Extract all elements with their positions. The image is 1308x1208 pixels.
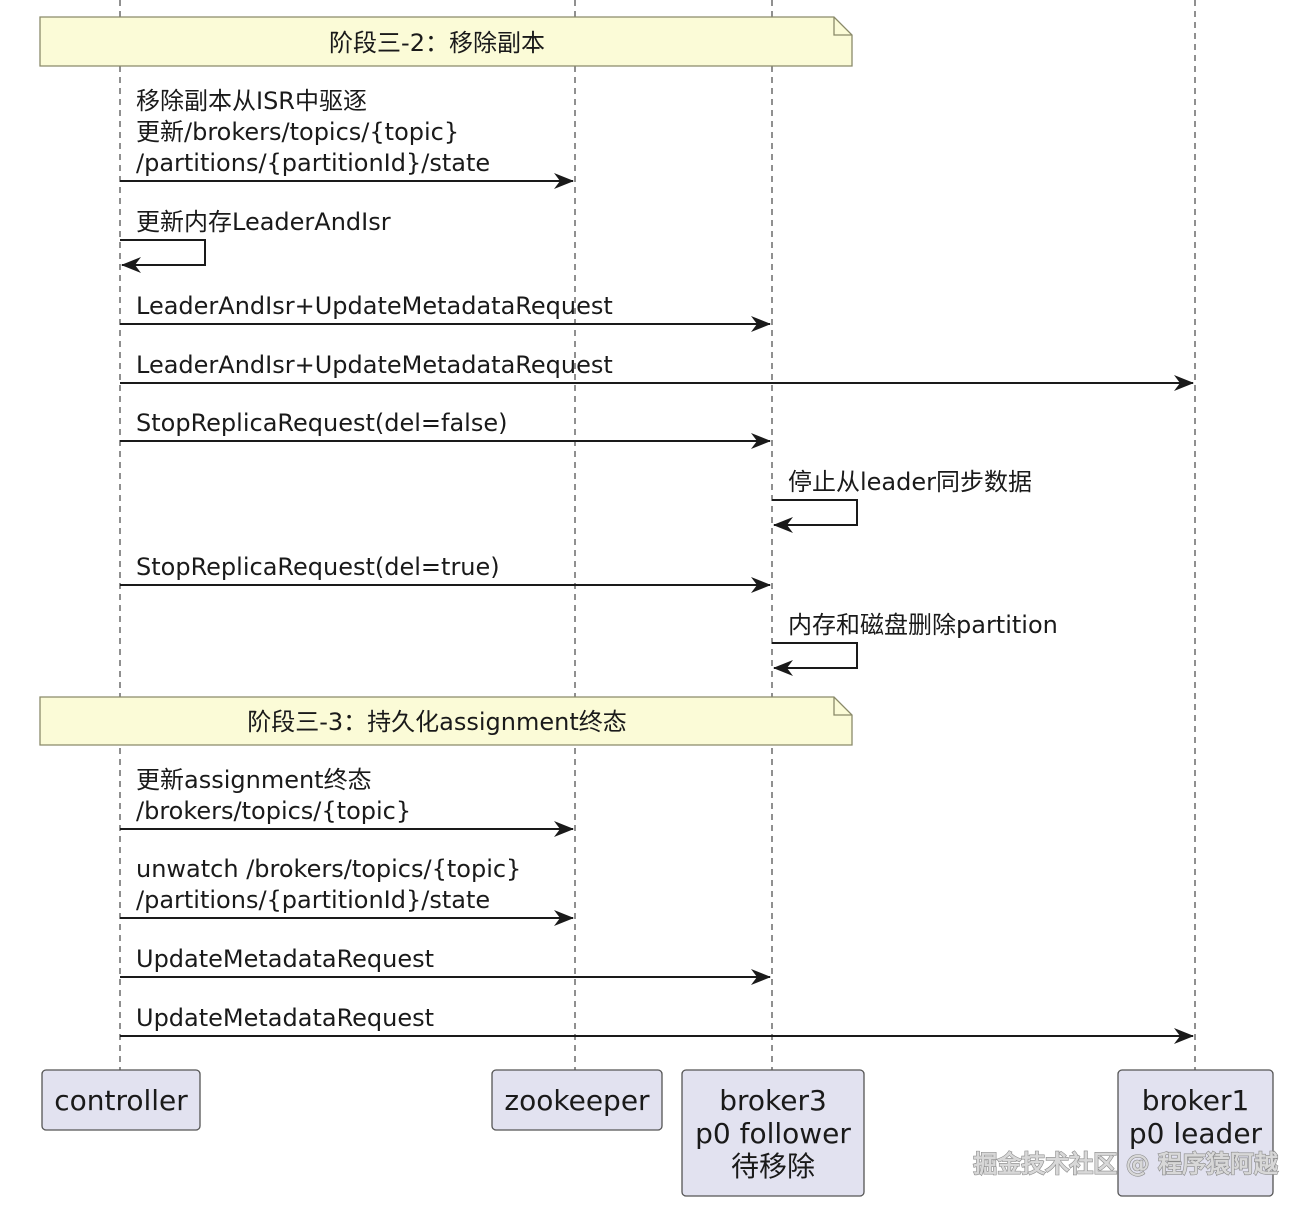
message-4: LeaderAndIsr+UpdateMetadataRequest bbox=[120, 351, 1194, 391]
message-7: StopReplicaRequest(del=true) bbox=[120, 553, 771, 593]
message-label: 移除副本从ISR中驱逐 bbox=[136, 87, 367, 115]
participant-zookeeper: zookeeper bbox=[491, 1069, 663, 1131]
message-label: StopReplicaRequest(del=false) bbox=[136, 409, 507, 437]
message-label: /partitions/{partitionId}/state bbox=[136, 149, 490, 177]
participant-box bbox=[41, 1069, 201, 1131]
participant-label: controller bbox=[54, 1084, 188, 1117]
participant-label: p0 follower bbox=[695, 1117, 851, 1150]
self-message-arrow bbox=[120, 239, 206, 273]
message-label: UpdateMetadataRequest bbox=[136, 945, 434, 973]
message-label: StopReplicaRequest(del=true) bbox=[136, 553, 500, 581]
self-message-arrow bbox=[772, 642, 858, 676]
message-label: 更新/brokers/topics/{topic} bbox=[136, 118, 459, 146]
note-label: 阶段三-3：持久化assignment终态 bbox=[247, 708, 627, 736]
participant-label: broker1 bbox=[1142, 1084, 1250, 1117]
note-fold bbox=[833, 17, 852, 36]
note-phase-3-3: 阶段三-3：持久化assignment终态 bbox=[39, 696, 853, 746]
note-box bbox=[39, 696, 853, 746]
message-label: 停止从leader同步数据 bbox=[788, 468, 1032, 496]
message-label: 更新内存LeaderAndIsr bbox=[136, 208, 391, 236]
message-3: LeaderAndIsr+UpdateMetadataRequest bbox=[120, 292, 771, 332]
message-label: unwatch /brokers/topics/{topic} bbox=[136, 855, 521, 883]
participant-label: 待移除 bbox=[731, 1150, 815, 1183]
message-5: StopReplicaRequest(del=false) bbox=[120, 409, 771, 449]
participant-label: broker3 bbox=[719, 1084, 827, 1117]
participant-box bbox=[681, 1069, 865, 1197]
participant-box bbox=[1117, 1069, 1274, 1197]
message-8: 内存和磁盘删除partition bbox=[772, 611, 1058, 676]
message-2: 更新内存LeaderAndIsr bbox=[120, 208, 391, 273]
message-6: 停止从leader同步数据 bbox=[772, 468, 1032, 533]
participant-box bbox=[491, 1069, 663, 1131]
note-box bbox=[39, 16, 853, 67]
note-phase-3-2: 阶段三-2：移除副本 bbox=[39, 16, 853, 67]
participant-label: p0 leader bbox=[1129, 1117, 1263, 1150]
message-label: /partitions/{partitionId}/state bbox=[136, 886, 490, 914]
message-label: 内存和磁盘删除partition bbox=[788, 611, 1058, 639]
message-label: UpdateMetadataRequest bbox=[136, 1004, 434, 1032]
message-label: LeaderAndIsr+UpdateMetadataRequest bbox=[136, 351, 613, 379]
message-10: unwatch /brokers/topics/{topic} /partitio… bbox=[120, 855, 574, 926]
message-11: UpdateMetadataRequest bbox=[120, 945, 771, 985]
message-label: 更新assignment终态 bbox=[136, 766, 372, 794]
message-label: /brokers/topics/{topic} bbox=[136, 797, 411, 825]
watermark: 掘金技术社区 @ 程序猿阿越 bbox=[973, 1150, 1279, 1178]
note-fold bbox=[833, 697, 852, 716]
self-message-arrow bbox=[772, 499, 858, 533]
participant-label: zookeeper bbox=[504, 1084, 650, 1117]
message-12: UpdateMetadataRequest bbox=[120, 1004, 1194, 1044]
participant-controller: controller bbox=[41, 1069, 201, 1131]
message-label: LeaderAndIsr+UpdateMetadataRequest bbox=[136, 292, 613, 320]
note-label: 阶段三-2：移除副本 bbox=[329, 29, 545, 57]
message-9: 更新assignment终态/brokers/topics/{topic} bbox=[120, 766, 574, 837]
